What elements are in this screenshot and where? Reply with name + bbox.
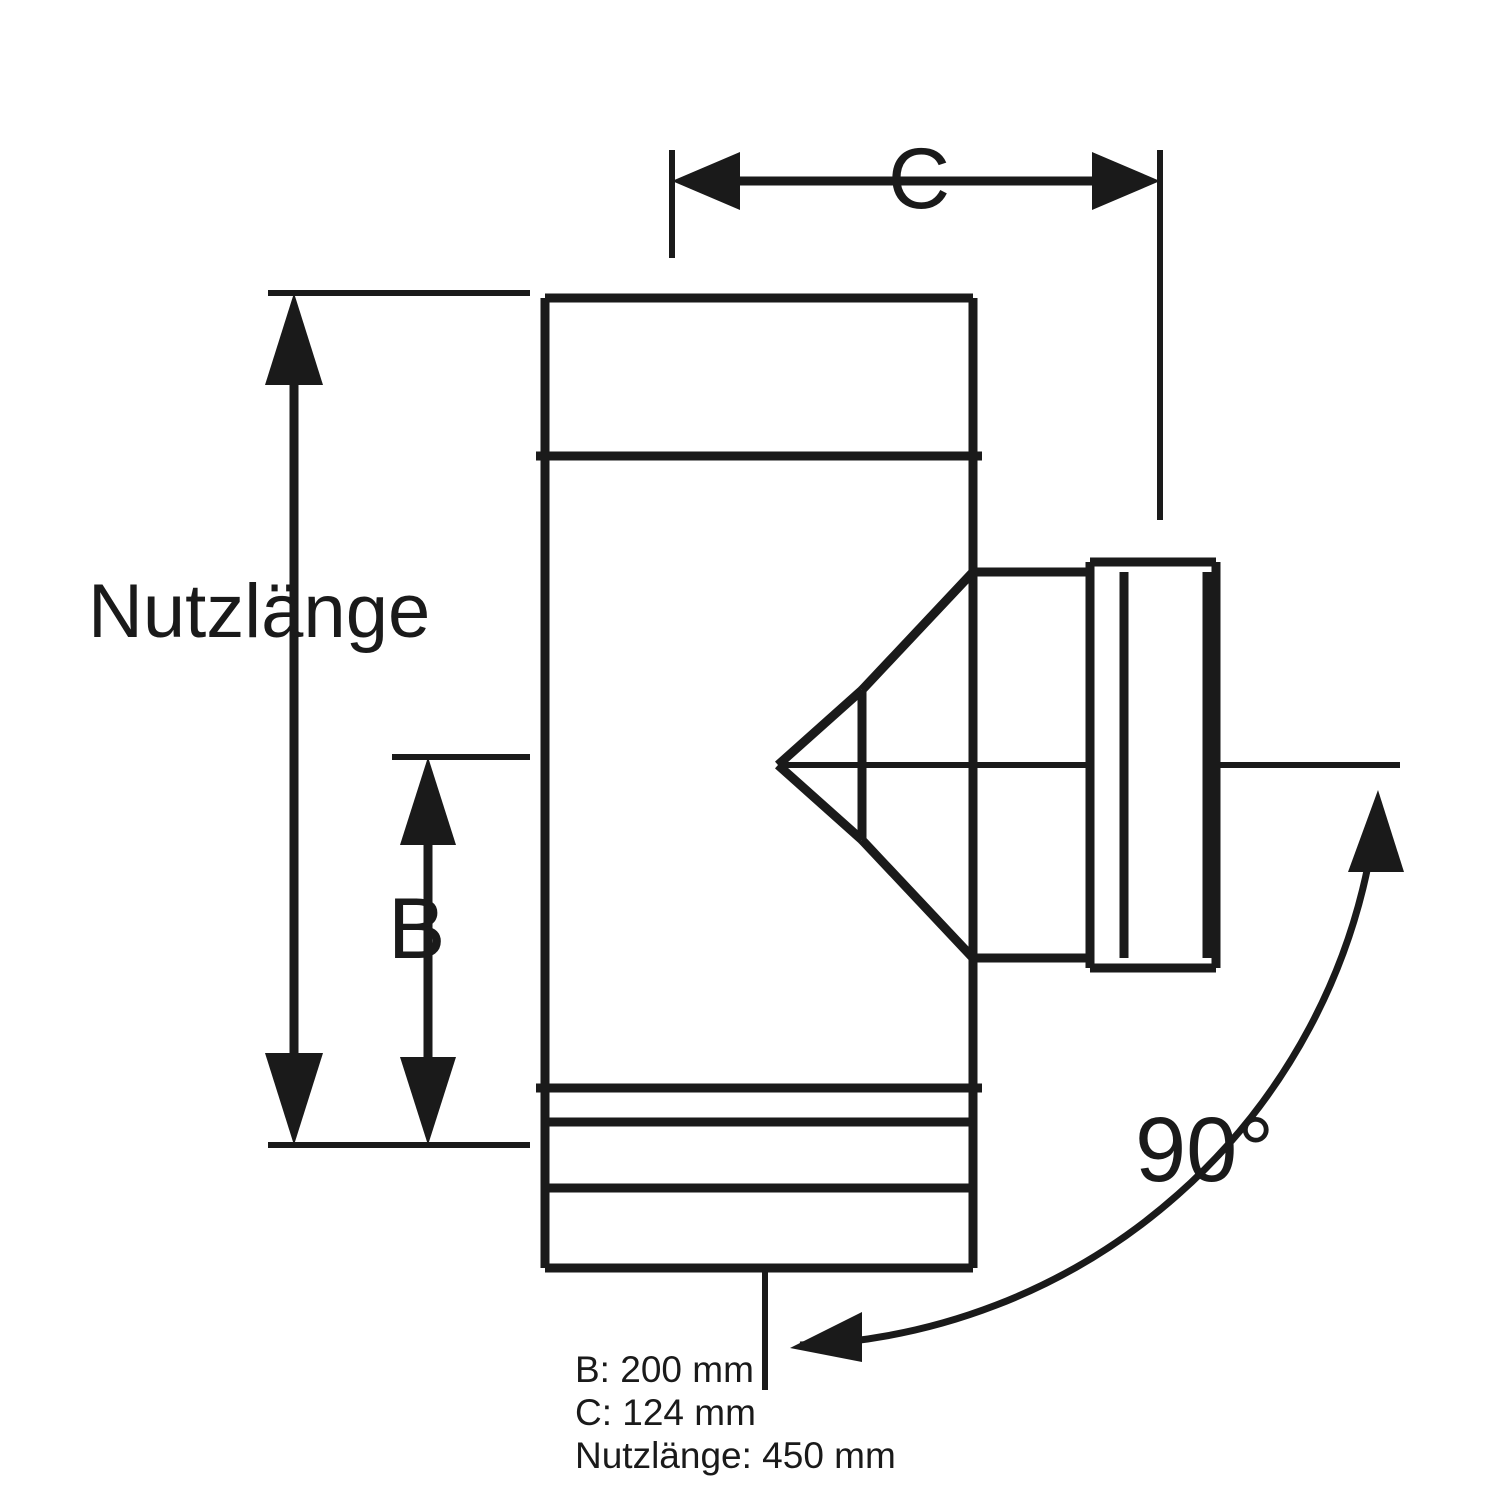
branch-outlet: [775, 557, 1221, 973]
pipe-top-socket: [536, 293, 982, 461]
dimension-nutzlaenge: [265, 290, 530, 1148]
pipe-bottom-bands: [536, 1083, 982, 1273]
label-b: B: [388, 881, 446, 977]
spec-line-nutzlaenge: Nutzlänge: 450 mm: [575, 1435, 896, 1476]
dimension-c: [669, 150, 1163, 520]
specification-list: B: 200 mm C: 124 mm Nutzlänge: 450 mm: [575, 1348, 896, 1477]
spec-line-c: C: 124 mm: [575, 1392, 756, 1433]
label-angle-90: 90°: [1135, 1099, 1275, 1201]
label-nutzlaenge: Nutzlänge: [88, 569, 431, 654]
label-c: C: [888, 131, 951, 227]
spec-line-b: B: 200 mm: [575, 1349, 754, 1390]
dimension-b: [392, 754, 530, 1148]
pipe-main-body: [540, 456, 978, 1268]
dimension-angle-90: [762, 762, 1404, 1390]
